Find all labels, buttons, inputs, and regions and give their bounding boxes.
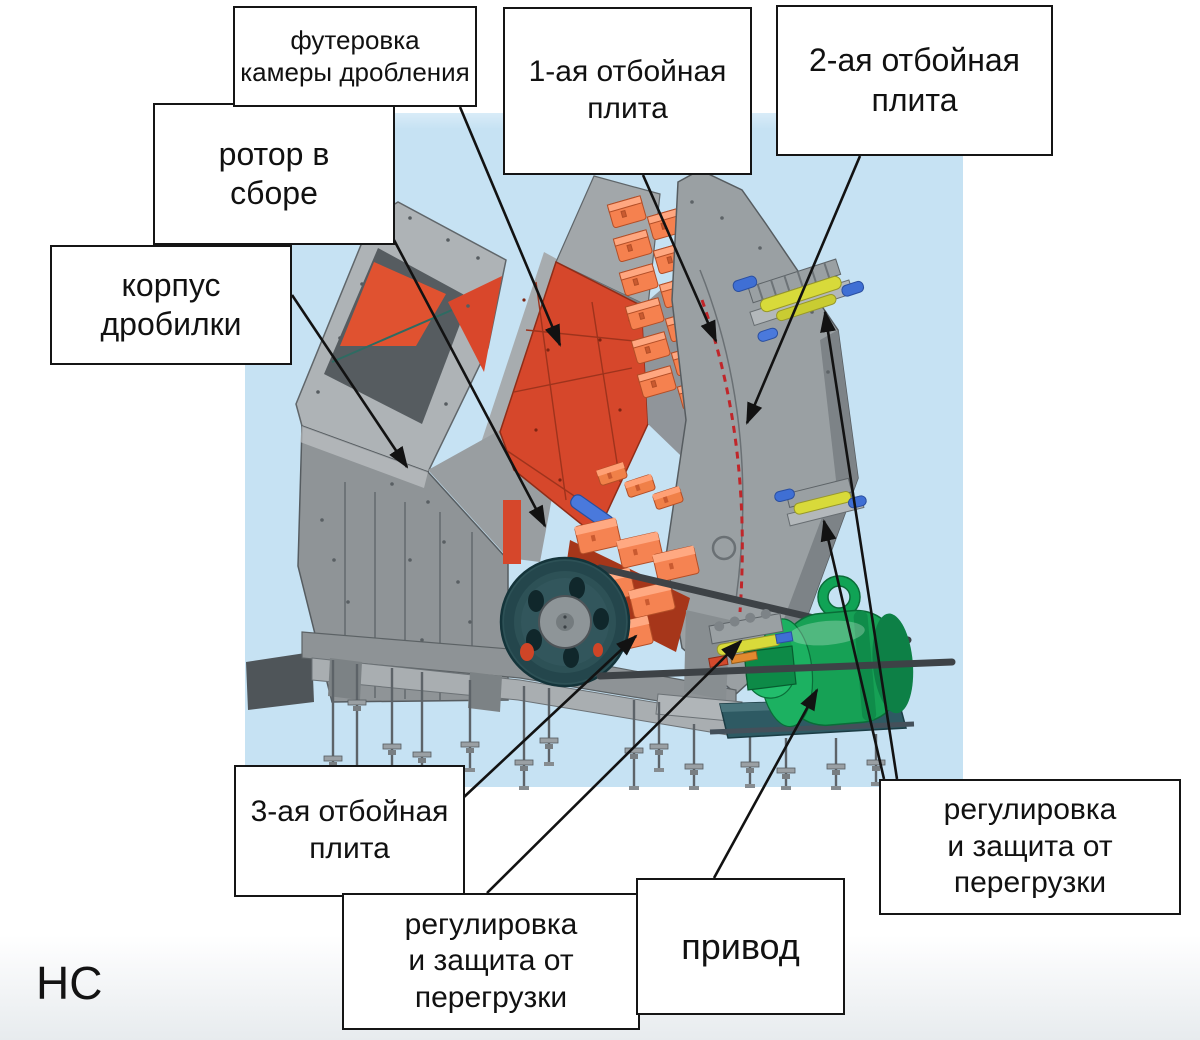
hammer-block-graphic	[624, 297, 665, 331]
hammer-block-graphic	[624, 474, 656, 498]
hammer-block-graphic	[612, 229, 653, 263]
overload-spring-lower-graphic	[774, 477, 867, 527]
hammer-block-graphic	[652, 545, 700, 583]
label-crusher-body-text: дробилки	[100, 306, 242, 342]
label-adjust-overload-right-text: и защита от	[947, 829, 1113, 863]
drive-rod-lower-graphic	[596, 658, 956, 680]
label-impact-plate-3-text: плита	[309, 832, 390, 865]
anchor-bolt-graphic	[539, 688, 559, 766]
line-rotor-assembly	[392, 239, 547, 528]
watermark-initials: НС	[36, 957, 103, 1009]
anchor-bolt-graphic	[460, 680, 480, 772]
hammer-block-graphic	[652, 486, 684, 510]
label-impact-plate-2-text: 2-ая отбойная	[808, 42, 1020, 79]
label-chamber-lining-text: футеровка	[290, 24, 420, 55]
hammer-block-graphic	[628, 581, 676, 619]
line-impact-plate-2	[745, 155, 862, 425]
overload-spring-upper-graphic	[732, 258, 865, 342]
label-rotor-assembly-text: сборе	[230, 175, 318, 211]
line-chamber-lining	[458, 106, 562, 347]
rotor-flywheel-graphic	[499, 500, 631, 688]
label-drive-text: привод	[681, 925, 800, 967]
label-adjust-overload-right-text: перегрузки	[953, 866, 1107, 900]
label-adjust-overload-left-text: и защита от	[408, 944, 574, 978]
anchor-bolt-graphic	[649, 702, 669, 772]
label-impact-plate-1-text: плита	[587, 92, 668, 125]
base-frame-graphic	[246, 610, 743, 737]
feed-hopper-graphic	[295, 201, 507, 473]
label-impact-plate-3-text: 3-ая отбойная	[250, 795, 449, 829]
anchor-bolt-graphic	[740, 734, 760, 788]
hammer-block-graphic	[606, 195, 647, 229]
crusher-body-graphic	[297, 424, 509, 703]
label-impact-plate-2-text: плита	[871, 81, 958, 118]
label-adjust-overload-right-text: регулировка	[943, 793, 1117, 827]
hammer-block-graphic	[616, 531, 664, 569]
line-adjust-overload-right-lower	[820, 519, 886, 780]
hammer-block-graphic	[618, 263, 659, 297]
hammer-block-graphic	[596, 462, 628, 486]
hammer-block-graphic	[636, 365, 677, 399]
line-impact-plate-3	[463, 634, 638, 798]
label-adjust-overload-left-text: регулировка	[404, 907, 578, 941]
label-adjust-overload-left-text: перегрузки	[414, 980, 568, 1014]
label-impact-plate-1-text: 1-ая отбойная	[528, 55, 727, 89]
label-crusher-body-text: корпус	[121, 266, 221, 303]
label-chamber-lining-text: камеры дробления	[240, 56, 470, 87]
anchor-bolt-graphic	[514, 686, 534, 790]
anchor-bolt-graphic	[826, 738, 846, 790]
label-drive: привод	[636, 878, 845, 1015]
line-adjust-overload-left	[486, 639, 743, 894]
hammer-block-graphic	[574, 517, 622, 555]
line-drive	[712, 688, 819, 879]
line-adjust-overload-right-upper	[820, 310, 899, 780]
anchor-bolt-graphic	[684, 724, 704, 790]
hammer-block-graphic	[630, 331, 671, 365]
line-impact-plate-1	[641, 174, 718, 343]
impact-plate-blocks-middle-graphic	[596, 462, 684, 510]
line-crusher-body	[290, 294, 409, 469]
label-rotor-assembly-text: ротор в	[218, 135, 330, 172]
